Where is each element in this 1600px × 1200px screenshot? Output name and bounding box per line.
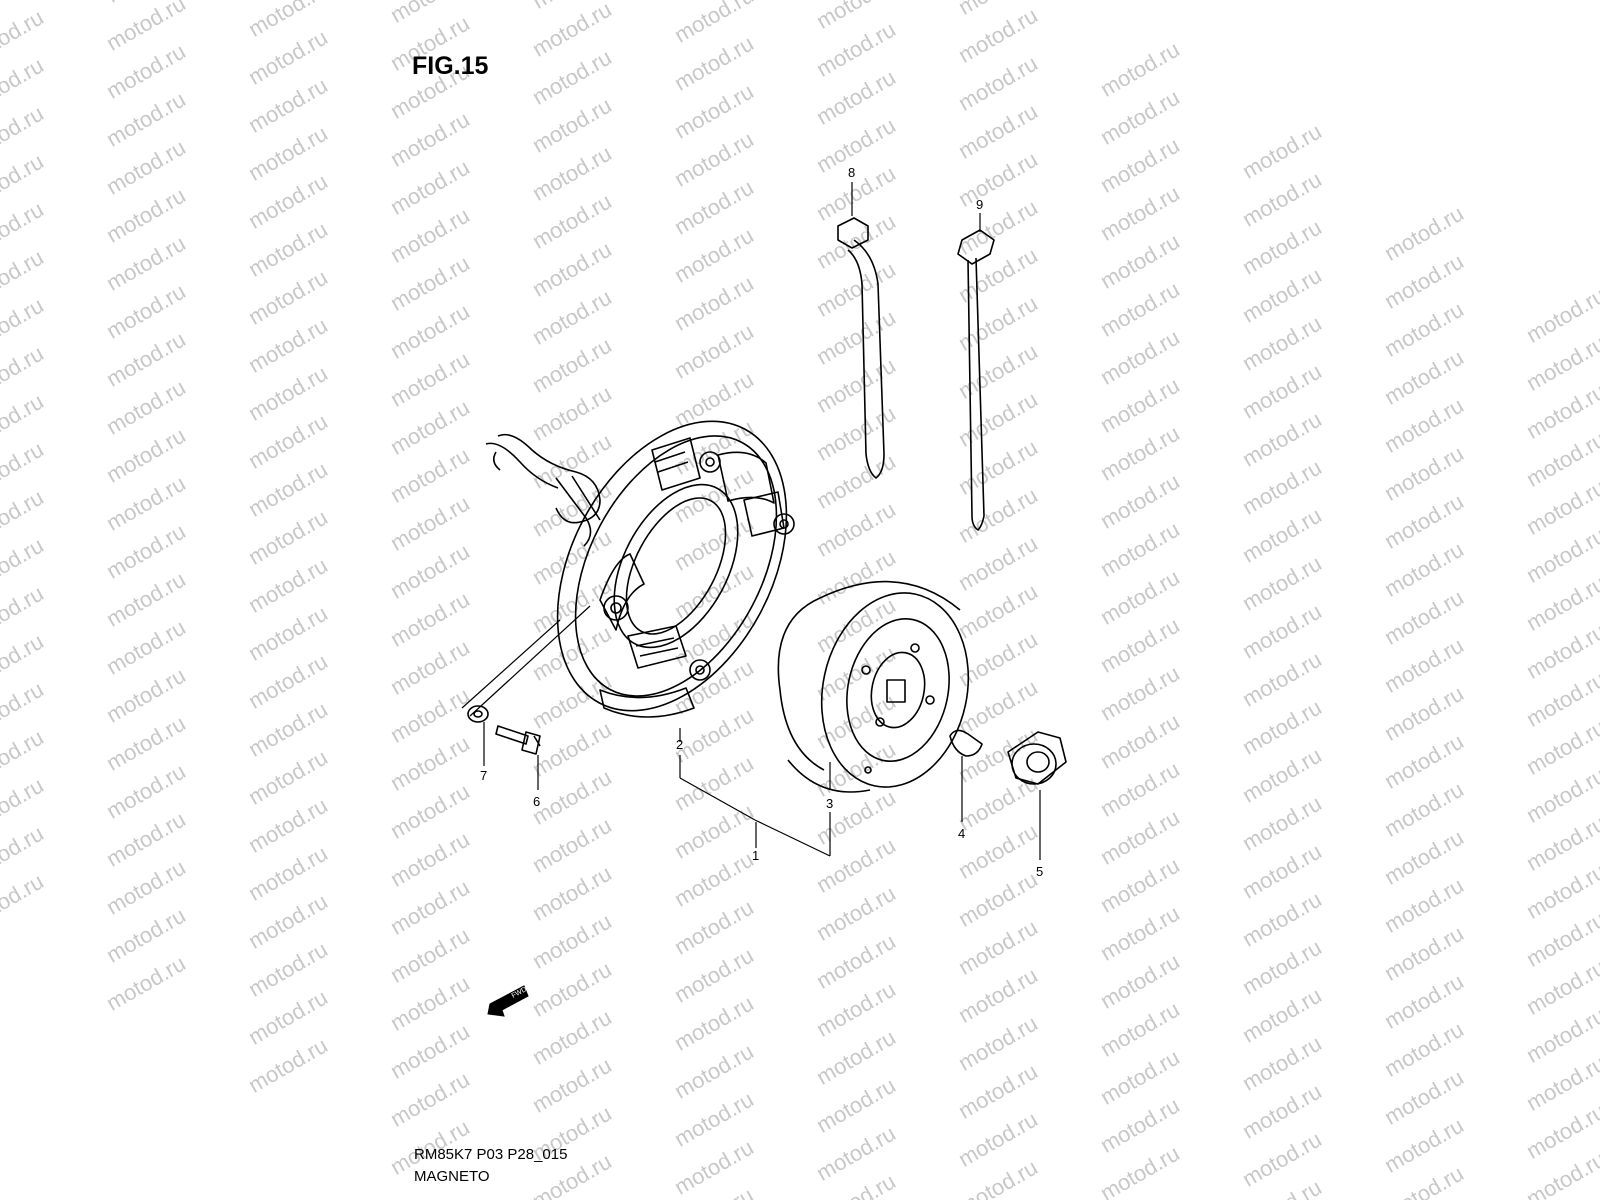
- cable-tie-9: [957, 229, 995, 531]
- drawing-code: RM85K7 P03 P28_015: [414, 1146, 568, 1163]
- callout-6: 6: [533, 794, 541, 809]
- callout-2: 2: [676, 737, 684, 752]
- figure-title: FIG.15: [412, 52, 489, 80]
- fwd-arrow: FWD: [487, 985, 529, 1017]
- cable-tie-8: [837, 217, 885, 479]
- leader-lines: [461, 182, 1041, 860]
- bolt: [495, 725, 541, 755]
- callout-5: 5: [1036, 864, 1044, 879]
- woodruff-key: [949, 729, 983, 757]
- stator-plate: [485, 420, 795, 718]
- callout-4: 4: [958, 826, 966, 841]
- callout-1: 1: [752, 848, 760, 863]
- flywheel-rotor: [777, 580, 970, 793]
- callout-8: 8: [848, 165, 856, 180]
- drawing-caption: MAGNETO: [414, 1168, 490, 1185]
- callout-9: 9: [976, 197, 984, 212]
- washer: [467, 705, 489, 723]
- callout-3: 3: [826, 796, 834, 811]
- callout-7: 7: [480, 768, 488, 783]
- flange-nut: [1007, 731, 1067, 785]
